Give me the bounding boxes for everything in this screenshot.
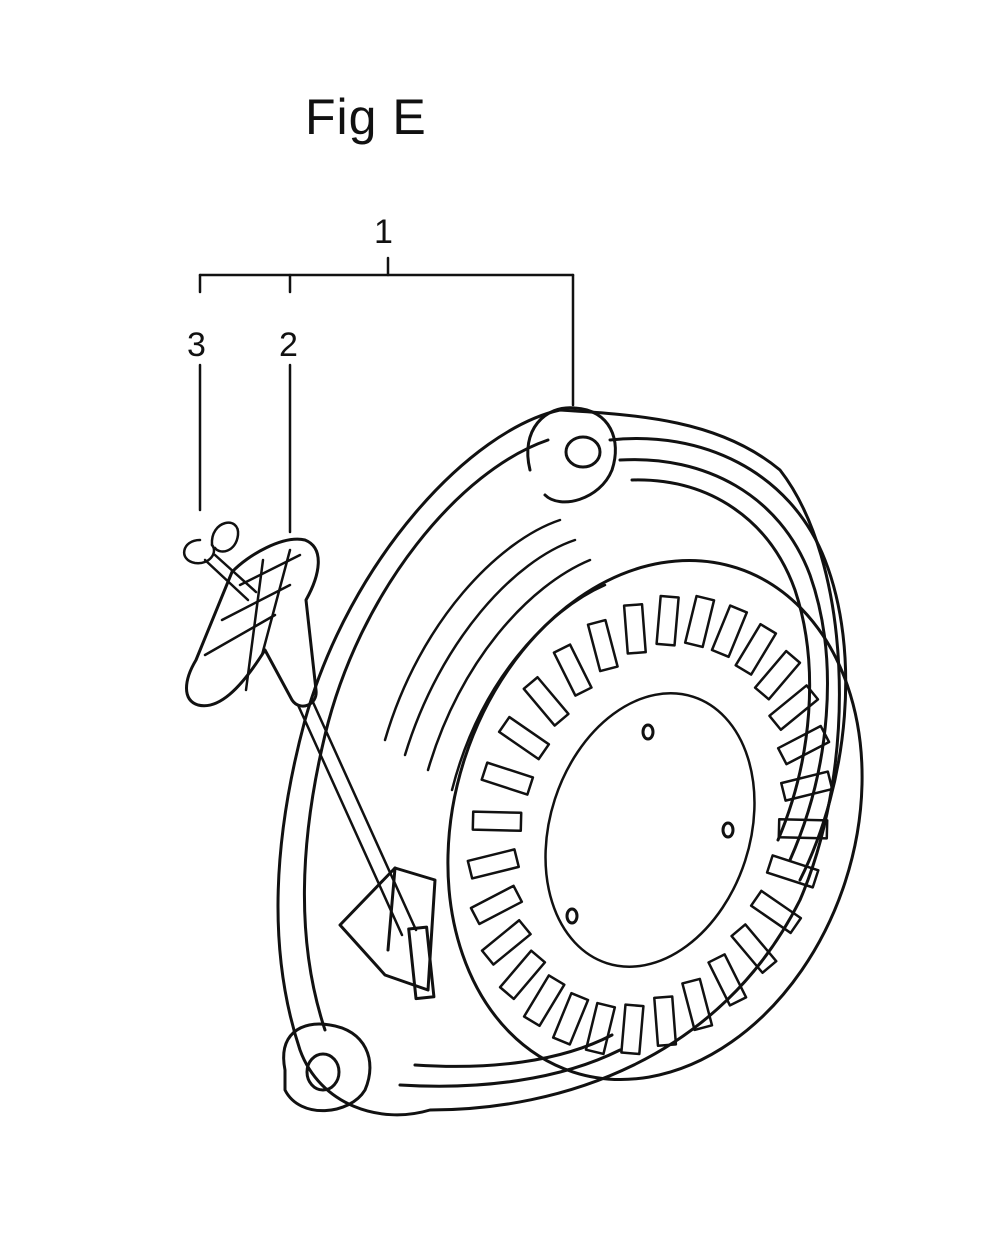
vent-slot (654, 996, 676, 1045)
top-mount-hole (566, 437, 600, 467)
callout-3: 3 (187, 326, 206, 364)
vent-slots (468, 596, 832, 1054)
rope-guide (340, 868, 435, 999)
vent-slot (755, 651, 800, 699)
vent-slot (767, 855, 818, 887)
rope-knot (184, 523, 256, 600)
vent-slot (685, 596, 714, 647)
starter-rope (298, 700, 416, 935)
vent-slot (471, 886, 522, 924)
vent-slot (709, 954, 747, 1005)
callout-2: 2 (279, 326, 298, 364)
starter-housing (278, 408, 846, 1115)
vent-slot (588, 620, 618, 671)
vent-slot (682, 979, 712, 1030)
vent-slot (500, 951, 545, 999)
vent-slot (524, 975, 564, 1025)
vent-slot (586, 1003, 615, 1054)
vent-slot (657, 596, 679, 645)
callout-1: 1 (374, 213, 393, 251)
vent-slot (553, 993, 588, 1044)
housing-bands (385, 520, 605, 790)
vent-slot (468, 849, 519, 878)
vent-slot (473, 812, 521, 831)
vent-slot (781, 772, 832, 801)
vent-slot (712, 606, 747, 657)
vent-slot (524, 677, 569, 725)
vent-slot (751, 891, 801, 933)
vent-slot (732, 924, 777, 972)
front-face (383, 506, 927, 1134)
vent-slot (624, 604, 646, 653)
vent-slot (499, 717, 549, 759)
vent-slot (769, 685, 818, 729)
bottom-mount-hole (307, 1054, 339, 1090)
vent-slot (736, 624, 776, 674)
vent-slot (779, 819, 827, 838)
vent-slot (554, 645, 592, 696)
vent-slot (778, 726, 829, 764)
figure-title: Fig E (305, 89, 427, 145)
vent-slot (482, 763, 533, 795)
vent-slot (482, 920, 531, 964)
vent-slot (621, 1005, 643, 1054)
leader-lines (200, 258, 573, 532)
rope-grip-handle (187, 539, 319, 706)
